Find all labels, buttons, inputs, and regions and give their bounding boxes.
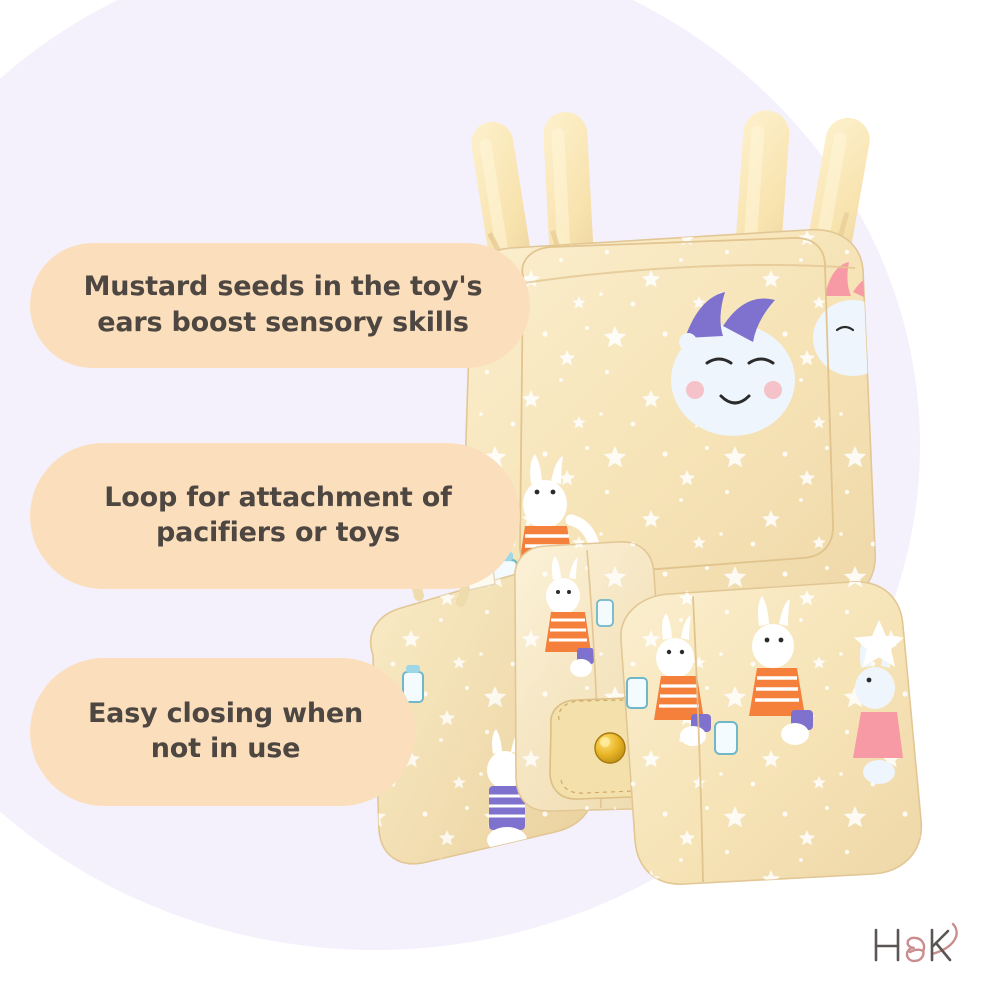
snap-button	[594, 732, 626, 764]
feature-pill-1: Mustard seeds in the toy's ears boost se…	[30, 243, 530, 368]
logo-arc-accent	[930, 922, 958, 956]
motif-bunny-orange-shirt	[545, 556, 614, 677]
pillow-centre-wedge	[514, 541, 668, 812]
brand-logo	[858, 914, 978, 976]
feature-pill-2-label: Loop for attachment of pacifiers or toys	[104, 481, 452, 548]
feature-pill-1-label: Mustard seeds in the toy's ears boost se…	[83, 271, 483, 338]
motif-bunny-face-large	[671, 292, 795, 436]
logo-letter-h	[874, 928, 900, 962]
motif-bunny-front-centre	[714, 596, 813, 755]
product-image	[355, 80, 975, 900]
motif-bunny-front-left	[626, 613, 711, 746]
feature-pill-3-label: Easy closing when not in use	[87, 697, 364, 764]
pillow-front-bolster	[620, 581, 922, 885]
motif-milk-bottle-small	[402, 665, 424, 703]
feature-pill-2: Loop for attachment of pacifiers or toys	[30, 443, 520, 589]
pillow-back-cushion	[460, 228, 876, 638]
logo-letter-k	[930, 928, 952, 962]
feature-pill-3: Easy closing when not in use	[30, 658, 415, 806]
logo-ampersand	[905, 936, 926, 963]
